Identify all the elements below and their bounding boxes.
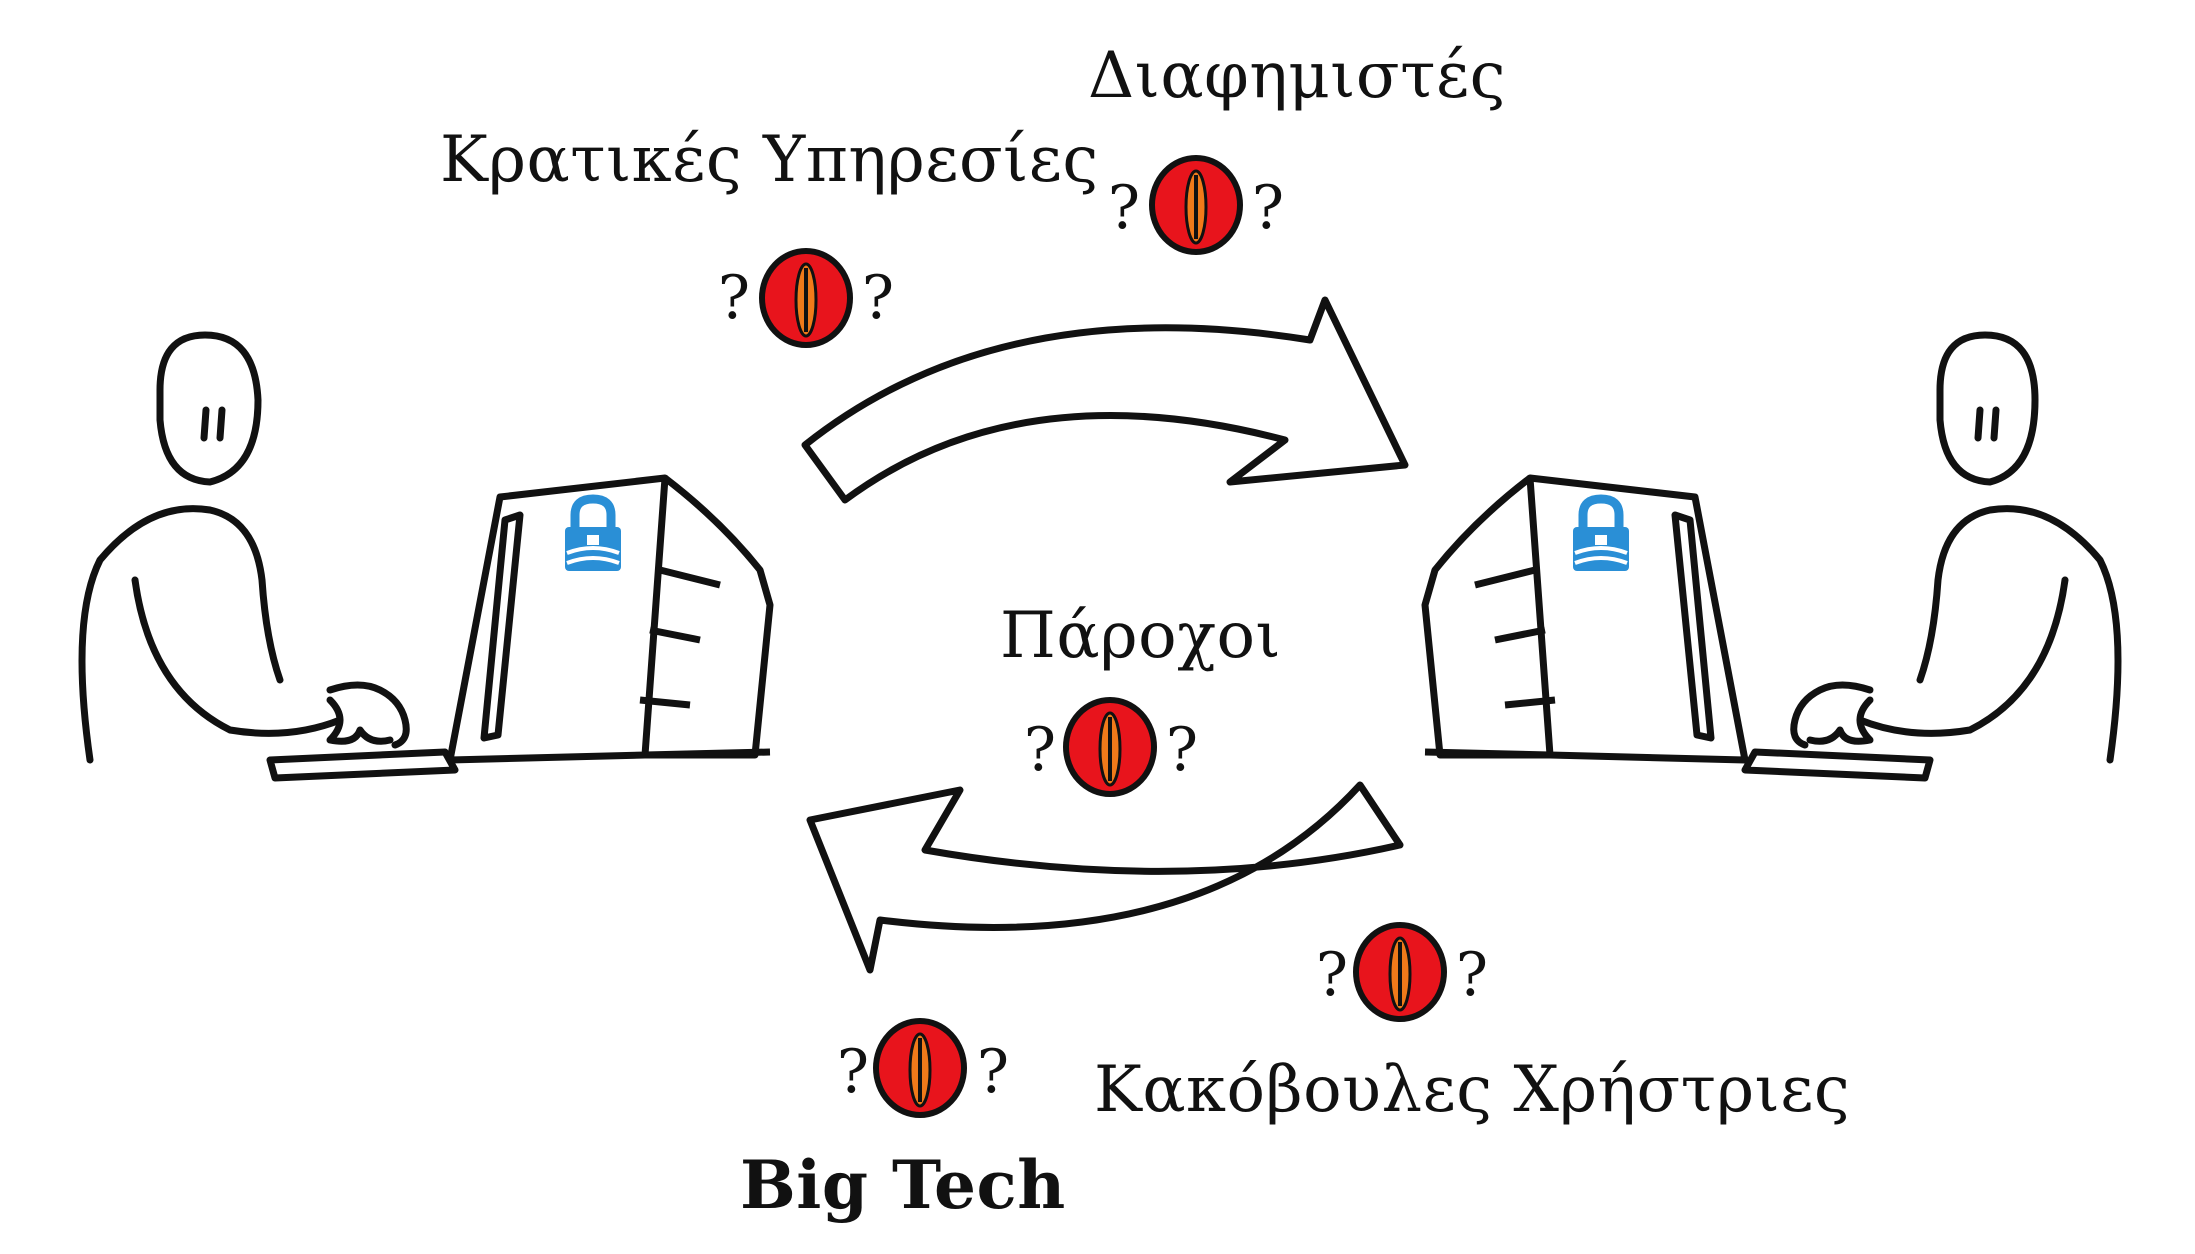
question-mark-right: ? (1252, 173, 1284, 243)
computer-right (1421, 474, 1749, 764)
eye-group-malicious: ? ? (1316, 925, 1488, 1019)
question-mark-left: ? (1108, 173, 1140, 243)
label-big-tech: Big Tech (740, 1146, 1066, 1224)
arrow-bottom-left (806, 781, 1404, 974)
question-mark-left: ? (718, 263, 750, 333)
question-mark-right: ? (862, 263, 894, 333)
question-mark-right: ? (1456, 940, 1488, 1010)
watching-eye-icon (1356, 925, 1444, 1019)
label-state-agencies: Κρατικές Υπηρεσίες (440, 123, 1099, 197)
label-malicious-users: Κακόβουλες Χρήστριες (1094, 1053, 1851, 1127)
watching-eye-icon (1152, 158, 1240, 252)
question-mark-left: ? (837, 1037, 869, 1107)
question-mark-right: ? (1166, 715, 1198, 785)
label-advertisers: Διαφημιστές (1088, 39, 1506, 113)
arrow-top-right (801, 296, 1409, 504)
question-mark-left: ? (1316, 940, 1348, 1010)
watching-eye-icon (762, 251, 850, 345)
lock-logo-icon (1573, 499, 1629, 571)
label-providers: Πάροχοι (1000, 599, 1282, 673)
computer-left (446, 474, 774, 764)
watching-eye-icon (1066, 700, 1154, 794)
person-left (78, 331, 459, 782)
person-right (1741, 331, 2122, 782)
lock-logo-icon (565, 499, 621, 571)
eye-group-advertisers: ? ? (1108, 158, 1284, 252)
question-mark-left: ? (1024, 715, 1056, 785)
question-mark-right: ? (977, 1037, 1009, 1107)
watching-eye-icon (876, 1021, 964, 1115)
eye-group-state: ? ? (718, 251, 894, 345)
eye-group-providers: ? ? (1024, 700, 1198, 794)
eye-group-bigtech: ? ? (837, 1021, 1009, 1115)
